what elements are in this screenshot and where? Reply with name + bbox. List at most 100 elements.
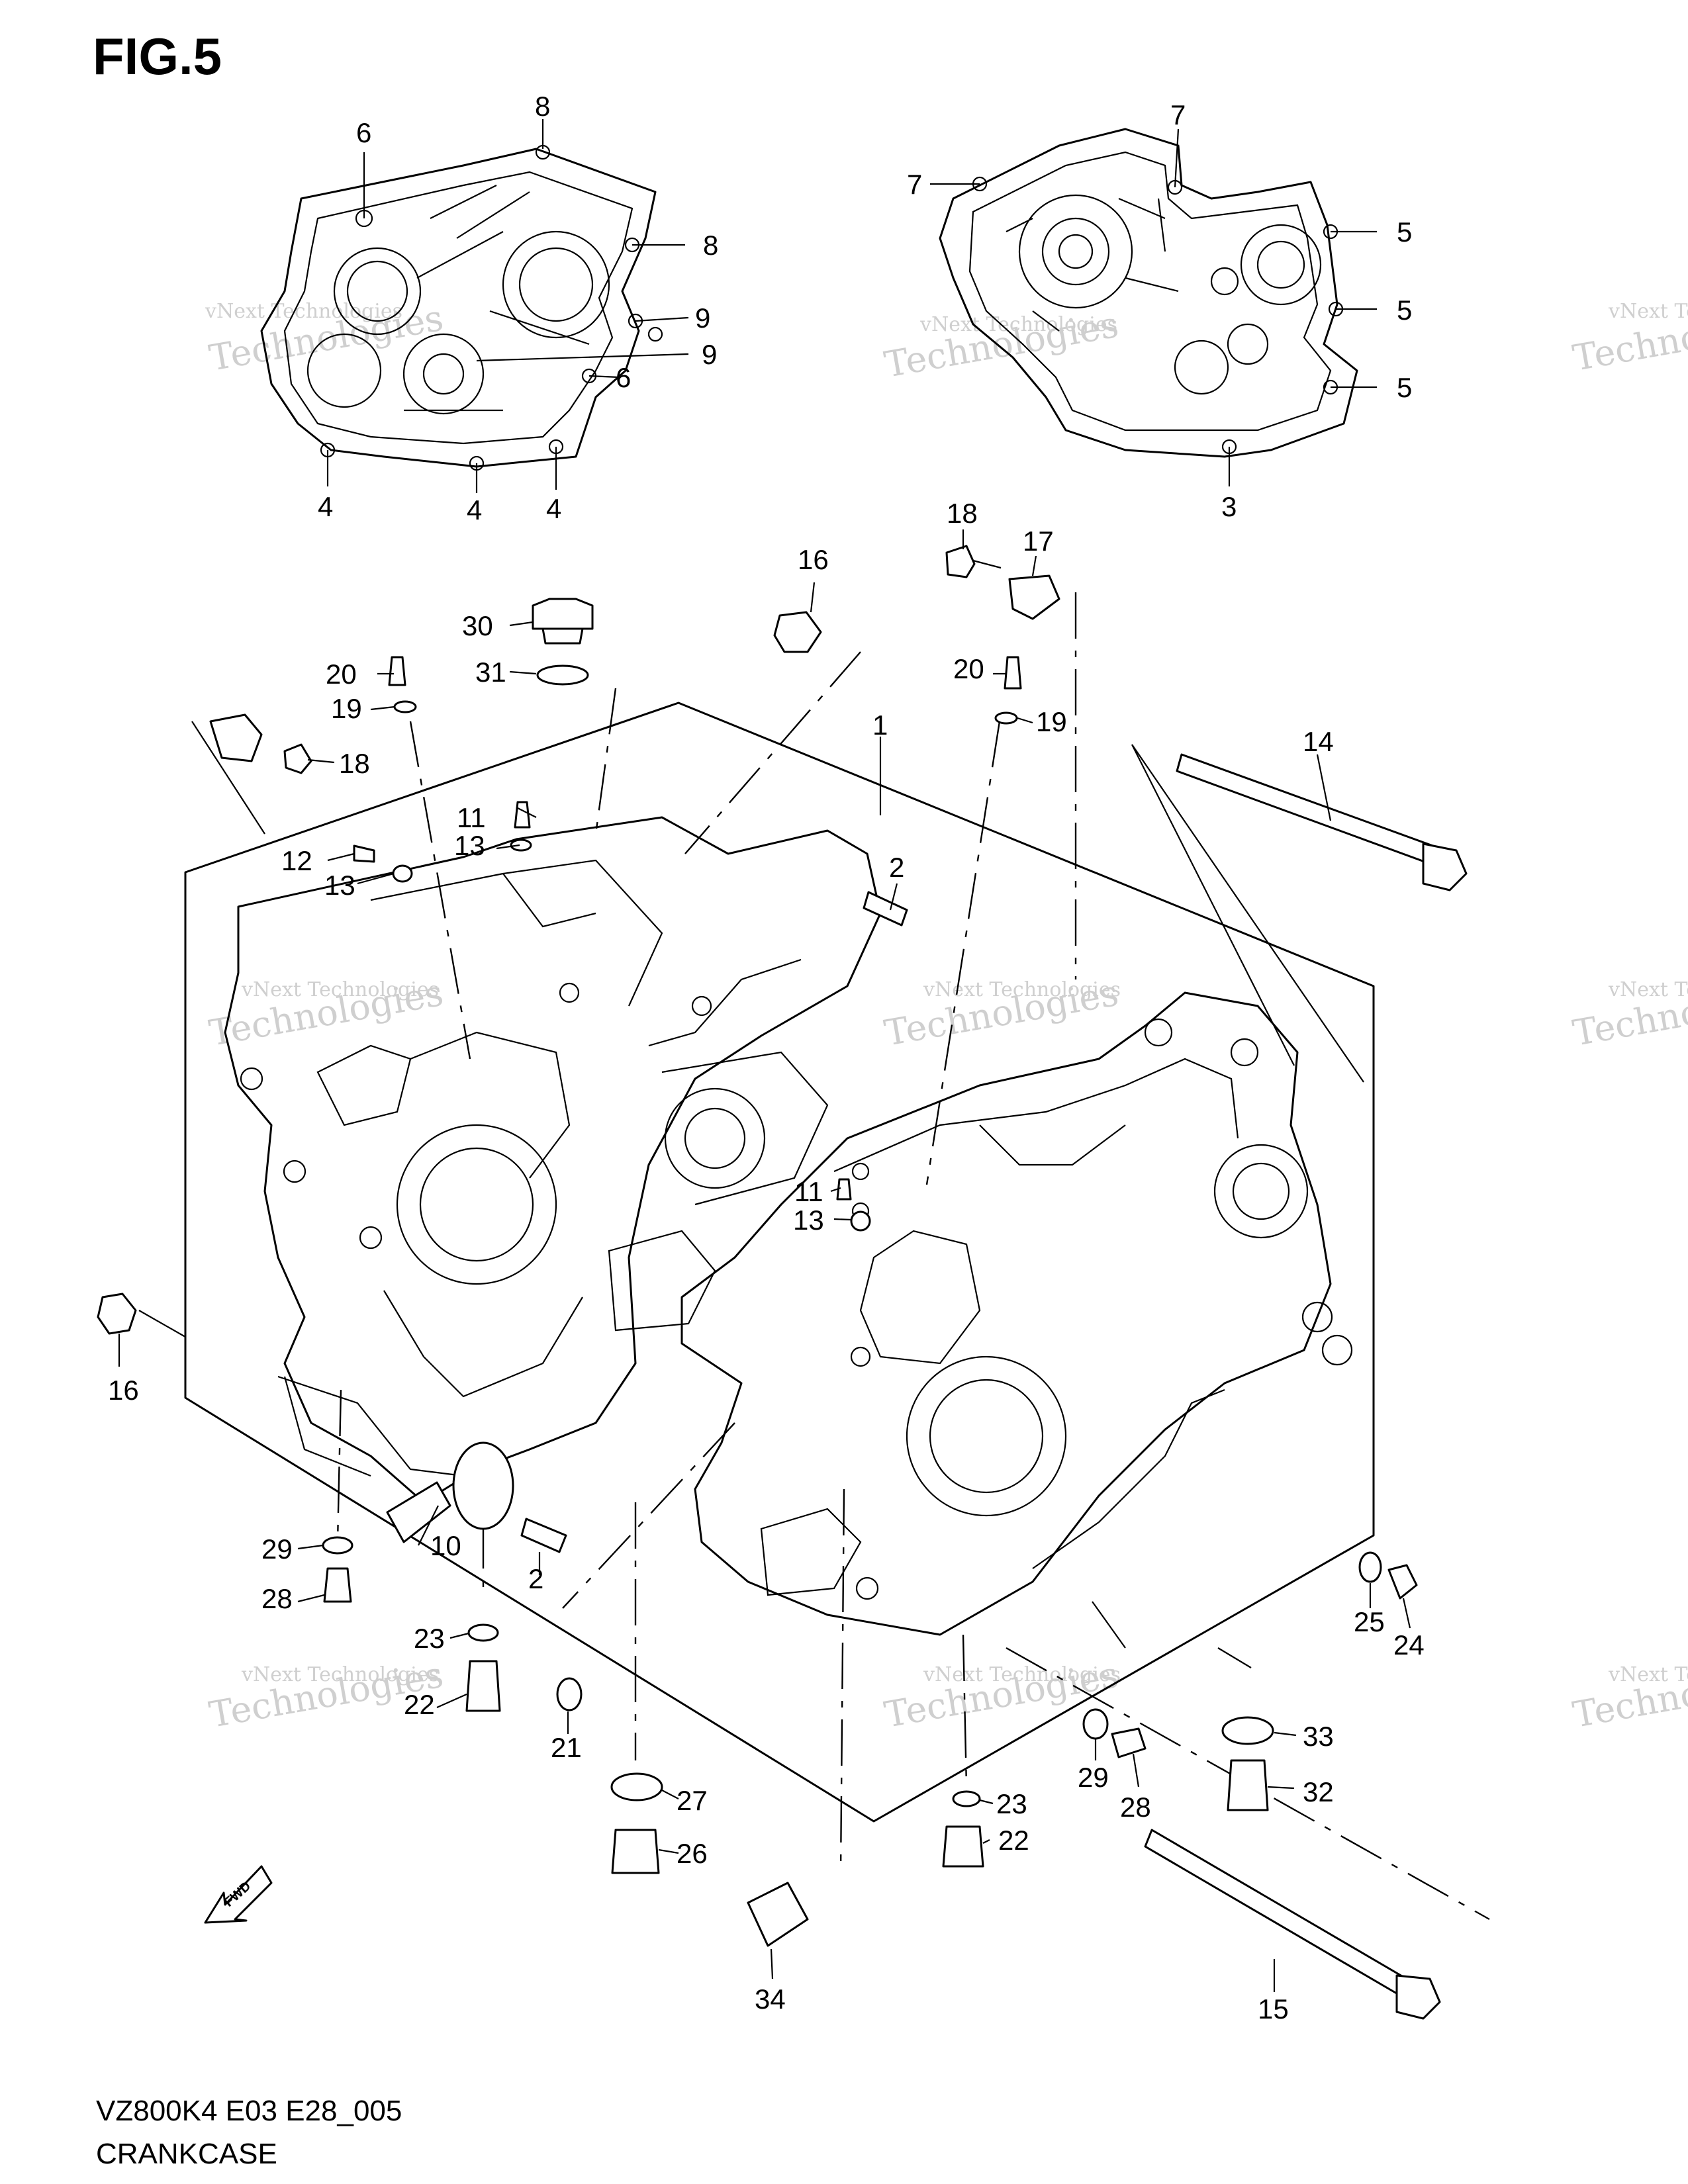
forward-arrow: FWD [204, 1865, 273, 1924]
stud-bolt-15 [1144, 1829, 1408, 1997]
callout-31: 31 [475, 657, 506, 688]
bolt-28-right [1111, 1727, 1147, 1758]
dowel-pin-bottom [520, 1518, 567, 1553]
diagram-name: CRANKCASE [96, 2138, 277, 2170]
crankcase-right-case [680, 991, 1353, 1636]
callout-4-mid: 4 [467, 494, 482, 525]
callout-15: 15 [1258, 1993, 1289, 2025]
o-ring-21 [556, 1677, 583, 1711]
svg-text:vNext Technologies: vNext Technologies [923, 978, 1121, 1001]
callout-11-top: 11 [457, 802, 486, 833]
leader-lines [118, 119, 1411, 1992]
callout-10: 10 [430, 1530, 461, 1561]
bolt-24 [1387, 1564, 1418, 1600]
svg-text:vNext Technologies: vNext Technologies [1608, 300, 1688, 323]
callout-1: 1 [872, 709, 888, 741]
callout-5-bottom: 5 [1397, 372, 1412, 403]
plug-10-flange [452, 1441, 514, 1530]
watermark-top-center: vNext Technologies Technologies [881, 304, 1121, 386]
callout-29-right: 29 [1078, 1762, 1109, 1793]
sensor-34 [747, 1882, 809, 1947]
jet-12 [353, 844, 375, 863]
callout-32: 32 [1303, 1776, 1334, 1807]
callout-9-top: 9 [695, 302, 710, 334]
plug-10 [386, 1481, 451, 1543]
flange-nut-top [773, 611, 822, 653]
callout-22-right: 22 [998, 1825, 1029, 1856]
svg-text:vNext Technologies: vNext Technologies [1608, 1663, 1688, 1686]
callout-8-right: 8 [703, 230, 718, 261]
washer-23-right [952, 1790, 981, 1807]
jet-11-top [514, 801, 531, 829]
callout-18-top: 18 [947, 498, 978, 529]
washer-33 [1221, 1716, 1274, 1745]
dowel-pin-top [863, 891, 908, 927]
washer-23-left [467, 1623, 499, 1642]
callout-numbers: 1 2 2 3 4 4 4 5 5 5 6 6 7 7 8 8 9 9 10 1… [108, 91, 1425, 2025]
callout-4-right: 4 [546, 493, 561, 524]
callout-13-mid: 13 [793, 1205, 824, 1236]
callout-7-left: 7 [907, 169, 922, 200]
callout-13-left: 13 [324, 870, 355, 901]
svg-text:vNext Technologies: vNext Technologies [1608, 978, 1688, 1001]
callout-6-right: 6 [616, 362, 631, 393]
svg-text:vNext Technologies: vNext Technologies [923, 1663, 1121, 1686]
stud-bolt-14 [1176, 753, 1438, 865]
jet-20-right [1004, 656, 1022, 690]
drain-bolt-22-right [942, 1825, 984, 1868]
callout-34: 34 [755, 1983, 786, 2015]
oil-filler-cap [532, 598, 594, 645]
washer-19-left [393, 700, 417, 713]
watermark-mid-left: vNext Technologies Technologies [206, 972, 446, 1054]
callout-24: 24 [1393, 1629, 1425, 1661]
callout-19-left: 19 [331, 693, 362, 724]
callout-4-left: 4 [318, 491, 333, 522]
callout-27: 27 [677, 1785, 708, 1816]
callout-21: 21 [551, 1732, 582, 1763]
watermark-top-left: vNext Technologies Technologies [205, 297, 446, 379]
callout-26: 26 [677, 1838, 708, 1869]
figure-title: FIG.5 [93, 27, 222, 85]
callout-23-right: 23 [996, 1788, 1027, 1819]
callout-28-right: 28 [1120, 1792, 1151, 1823]
washer-29-right [1082, 1708, 1109, 1740]
washer-27 [610, 1772, 663, 1801]
callout-25: 25 [1354, 1606, 1385, 1637]
assembly-frame [138, 592, 1490, 1921]
callout-33: 33 [1303, 1721, 1334, 1752]
callout-5-mid: 5 [1397, 295, 1412, 326]
svg-text:vNext Technologies: vNext Technologies [919, 313, 1117, 336]
bolt-26 [611, 1829, 660, 1874]
crankcase-right-half-view [939, 128, 1358, 458]
callout-2-bottom: 2 [528, 1563, 543, 1594]
diagram-code: VZ800K4 E03 E28_005 [96, 2095, 402, 2127]
drain-bolt-22-left [465, 1660, 501, 1712]
callout-3: 3 [1221, 491, 1237, 522]
washer-13-mid [850, 1210, 871, 1232]
callout-9-bottom: 9 [702, 339, 717, 370]
callout-5-top: 5 [1397, 216, 1412, 248]
washer-29-left [322, 1536, 353, 1555]
callout-19-right: 19 [1036, 706, 1067, 737]
jet-11-mid [836, 1178, 852, 1201]
watermark-right-edge: vNext Technologies Technologies vNext Te… [1570, 297, 1688, 1736]
callout-16-left: 16 [108, 1375, 139, 1406]
washer-13-left [392, 864, 413, 883]
loose-parts [97, 545, 1468, 2020]
callout-6-top: 6 [356, 117, 371, 148]
callout-28-left: 28 [261, 1583, 293, 1614]
callout-2-top: 2 [889, 852, 904, 883]
callout-14: 14 [1303, 726, 1334, 757]
callout-22-left: 22 [404, 1689, 435, 1720]
callout-13-top: 13 [454, 830, 485, 861]
callout-23-left: 23 [414, 1623, 445, 1654]
flange-nut-left [97, 1293, 137, 1335]
watermark-mid-center: vNext Technologies Technologies [881, 972, 1121, 1054]
svg-text:vNext Technologies: vNext Technologies [241, 1663, 439, 1686]
callout-7-top: 7 [1170, 99, 1186, 130]
washer-13-top [510, 839, 532, 852]
washer-25 [1358, 1551, 1382, 1583]
bolt-18-top [945, 545, 976, 578]
bolt-18-left [283, 743, 312, 774]
